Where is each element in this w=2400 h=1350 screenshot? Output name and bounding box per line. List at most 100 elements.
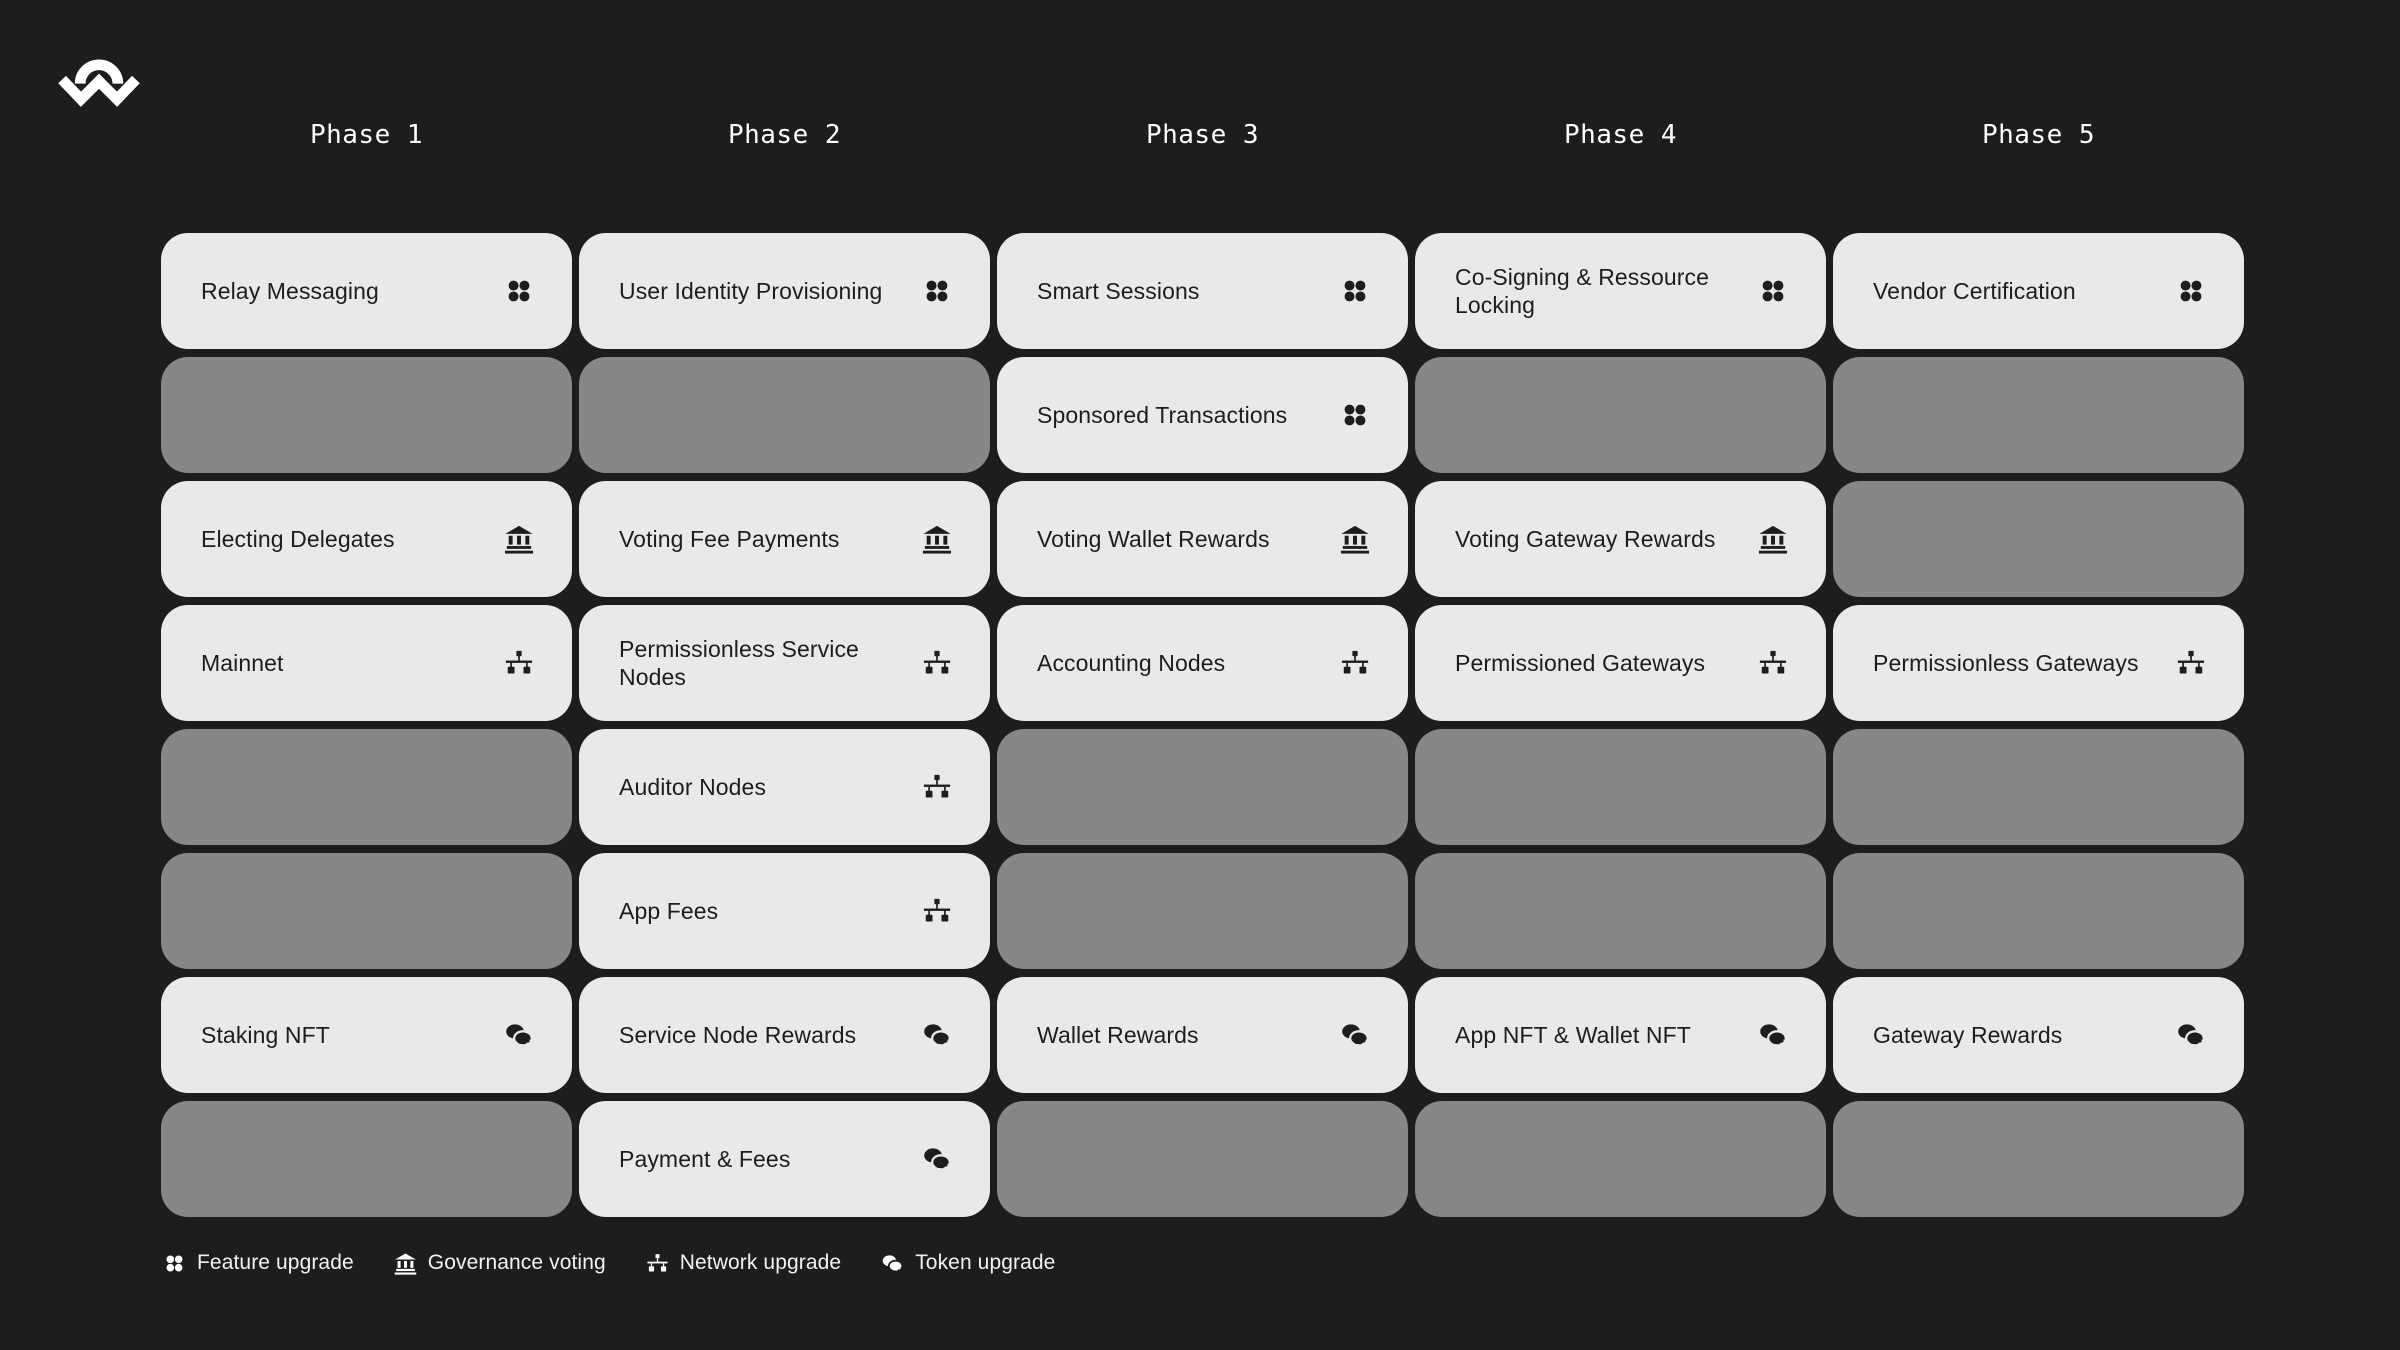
placeholder-card	[579, 357, 990, 473]
card-label: Permissioned Gateways	[1455, 649, 1706, 676]
network-upgrade-icon	[646, 1252, 669, 1275]
token-upgrade-icon	[1758, 1020, 1788, 1050]
card-label: Smart Sessions	[1037, 277, 1200, 304]
legend-label: Token upgrade	[915, 1251, 1056, 1274]
feature-upgrade-icon	[922, 276, 952, 306]
card-relay-messaging: Relay Messaging	[161, 233, 572, 349]
token-upgrade-icon	[922, 1144, 952, 1174]
card-permissionless-gateways: Permissionless Gateways	[1833, 605, 2244, 721]
network-upgrade-icon	[922, 772, 952, 802]
placeholder-card	[997, 853, 1408, 969]
card-accounting-nodes: Accounting Nodes	[997, 605, 1408, 721]
card-label: App NFT & Wallet NFT	[1455, 1021, 1691, 1048]
card-label: Wallet Rewards	[1037, 1021, 1199, 1048]
card-app-nft-and-wallet-nft: App NFT & Wallet NFT	[1415, 977, 1826, 1093]
phase-header-3: Phase 3	[1145, 120, 1260, 150]
card-gateway-rewards: Gateway Rewards	[1833, 977, 2244, 1093]
legend-label: Feature upgrade	[197, 1251, 354, 1274]
card-wallet-rewards: Wallet Rewards	[997, 977, 1408, 1093]
placeholder-card	[161, 729, 572, 845]
card-voting-wallet-rewards: Voting Wallet Rewards	[997, 481, 1408, 597]
card-permissioned-gateways: Permissioned Gateways	[1415, 605, 1826, 721]
placeholder-card	[997, 729, 1408, 845]
card-mainnet: Mainnet	[161, 605, 572, 721]
card-label: Relay Messaging	[201, 277, 379, 304]
feature-upgrade-icon	[504, 276, 534, 306]
card-label: App Fees	[619, 897, 719, 924]
token-upgrade-icon	[1340, 1020, 1370, 1050]
placeholder-card	[161, 853, 572, 969]
card-label: Permissionless Gateways	[1873, 649, 2139, 676]
governance-voting-icon	[1758, 524, 1788, 554]
card-electing-delegates: Electing Delegates	[161, 481, 572, 597]
card-auditor-nodes: Auditor Nodes	[579, 729, 990, 845]
card-label: Vendor Certification	[1873, 277, 2076, 304]
legend-label: Network upgrade	[679, 1251, 842, 1274]
network-upgrade-icon	[504, 648, 534, 678]
placeholder-card	[1833, 1101, 2244, 1217]
card-smart-sessions: Smart Sessions	[997, 233, 1408, 349]
card-user-identity-provisioning: User Identity Provisioning	[579, 233, 990, 349]
feature-upgrade-icon	[2176, 276, 2206, 306]
placeholder-card	[997, 1101, 1408, 1217]
feature-upgrade-icon	[163, 1252, 186, 1275]
card-label: Voting Gateway Rewards	[1455, 525, 1716, 552]
placeholder-card	[1833, 853, 2244, 969]
card-label: Electing Delegates	[201, 525, 395, 552]
card-payment-and-fees: Payment & Fees	[579, 1101, 990, 1217]
phase-header-2: Phase 2	[727, 120, 842, 150]
card-label: Staking NFT	[201, 1021, 330, 1048]
card-label: Voting Fee Payments	[619, 525, 840, 552]
card-label: User Identity Provisioning	[619, 277, 883, 304]
token-upgrade-icon	[504, 1020, 534, 1050]
network-upgrade-icon	[2176, 648, 2206, 678]
governance-voting-icon	[1340, 524, 1370, 554]
card-label: Payment & Fees	[619, 1145, 791, 1172]
card-label: Voting Wallet Rewards	[1037, 525, 1270, 552]
card-co-signing-and-ressource-locking: Co-Signing & Ressource Locking	[1415, 233, 1826, 349]
card-label: Auditor Nodes	[619, 773, 767, 800]
legend-item-governance-voting: Governance voting	[394, 1251, 606, 1275]
placeholder-card	[1415, 357, 1826, 473]
card-label: Mainnet	[201, 649, 284, 676]
governance-voting-icon	[394, 1252, 417, 1275]
token-upgrade-icon	[881, 1252, 904, 1275]
card-staking-nft: Staking NFT	[161, 977, 572, 1093]
card-voting-gateway-rewards: Voting Gateway Rewards	[1415, 481, 1826, 597]
feature-upgrade-icon	[1340, 400, 1370, 430]
phase-header-4: Phase 4	[1563, 120, 1678, 150]
legend-item-token-upgrade: Token upgrade	[881, 1251, 1055, 1275]
walletconnect-logo[interactable]	[58, 54, 140, 110]
feature-upgrade-icon	[1758, 276, 1788, 306]
governance-voting-icon	[504, 524, 534, 554]
card-vendor-certification: Vendor Certification	[1833, 233, 2244, 349]
legend-label: Governance voting	[427, 1251, 606, 1274]
network-upgrade-icon	[922, 896, 952, 926]
card-sponsored-transactions: Sponsored Transactions	[997, 357, 1408, 473]
phase-header-1: Phase 1	[309, 120, 424, 150]
card-label: Permissionless Service Nodes	[619, 635, 859, 690]
governance-voting-icon	[922, 524, 952, 554]
feature-upgrade-icon	[1340, 276, 1370, 306]
network-upgrade-icon	[922, 648, 952, 678]
roadmap-grid: Relay Messaging User Identity Provisionin…	[161, 233, 2244, 1217]
placeholder-card	[1415, 729, 1826, 845]
card-label: Service Node Rewards	[619, 1021, 857, 1048]
card-label: Accounting Nodes	[1037, 649, 1226, 676]
token-upgrade-icon	[922, 1020, 952, 1050]
placeholder-card	[1415, 853, 1826, 969]
placeholder-card	[161, 357, 572, 473]
placeholder-card	[1833, 357, 2244, 473]
card-voting-fee-payments: Voting Fee Payments	[579, 481, 990, 597]
token-upgrade-icon	[2176, 1020, 2206, 1050]
card-label: Co-Signing & Ressource Locking	[1455, 263, 1710, 318]
card-label: Sponsored Transactions	[1037, 401, 1288, 428]
placeholder-card	[161, 1101, 572, 1217]
card-service-node-rewards: Service Node Rewards	[579, 977, 990, 1093]
legend-item-feature-upgrade: Feature upgrade	[163, 1251, 354, 1275]
card-label: Gateway Rewards	[1873, 1021, 2063, 1048]
legend: Feature upgrade Governance voting Network …	[163, 1251, 1055, 1275]
card-app-fees: App Fees	[579, 853, 990, 969]
network-upgrade-icon	[1758, 648, 1788, 678]
